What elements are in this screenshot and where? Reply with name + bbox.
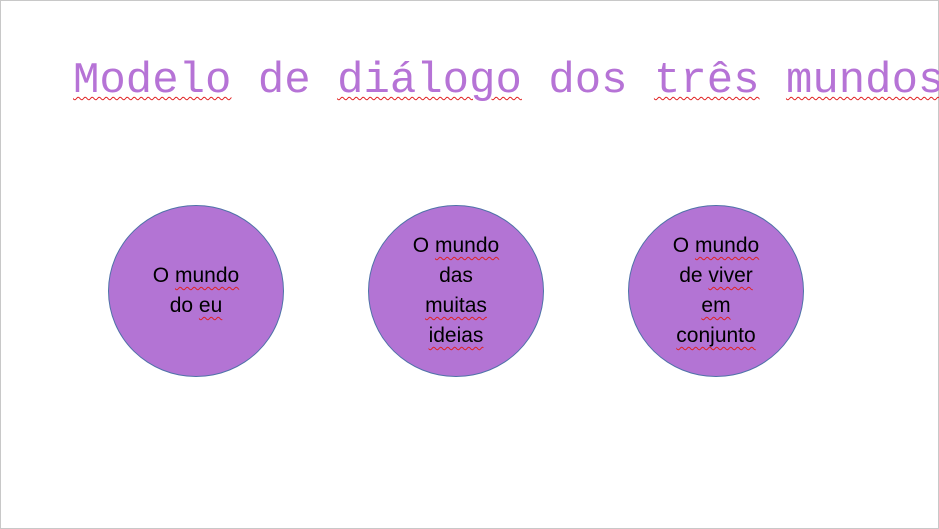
circle-text-line: muitas: [425, 291, 487, 321]
circle-world-of-many-ideas[interactable]: O mundo das muitas ideias: [368, 205, 544, 377]
circle-text-line: das: [439, 261, 473, 291]
circle-text-line: conjunto: [676, 321, 755, 351]
word: conjunto: [676, 324, 756, 347]
word: O: [412, 234, 430, 257]
word: em: [701, 294, 731, 317]
title-word: de: [257, 56, 311, 106]
circle-text-line: ideias: [429, 321, 484, 351]
word: ideias: [428, 324, 484, 347]
circle-world-of-living-together[interactable]: O mundo de viver em conjunto: [628, 205, 804, 377]
circle-world-of-self[interactable]: O mundo do eu: [108, 205, 284, 377]
word: mundo: [694, 234, 760, 257]
circle-text-line: em: [701, 291, 730, 321]
circle-text-line: O mundo: [153, 261, 239, 291]
circle-text-line: do eu: [170, 291, 223, 321]
word: de: [679, 264, 703, 287]
title-word: três: [653, 56, 760, 106]
circle-text-line: O mundo: [413, 231, 499, 261]
word: O: [672, 234, 690, 257]
word: eu: [198, 294, 223, 317]
word: muitas: [425, 294, 487, 317]
word: viver: [708, 264, 753, 287]
slide-title[interactable]: Modelo de diálogo dos três mundos: [73, 56, 939, 106]
title-word: mundos: [785, 56, 939, 106]
title-word: diálogo: [337, 56, 522, 106]
circle-text-line: O mundo: [673, 231, 759, 261]
word: do: [169, 294, 194, 317]
word: mundo: [434, 234, 500, 257]
word: mundo: [174, 264, 240, 287]
word: das: [439, 264, 473, 287]
circle-text-line: de viver: [679, 261, 753, 291]
title-word: dos: [548, 56, 628, 106]
title-word: Modelo: [73, 56, 232, 106]
word: O: [152, 264, 170, 287]
